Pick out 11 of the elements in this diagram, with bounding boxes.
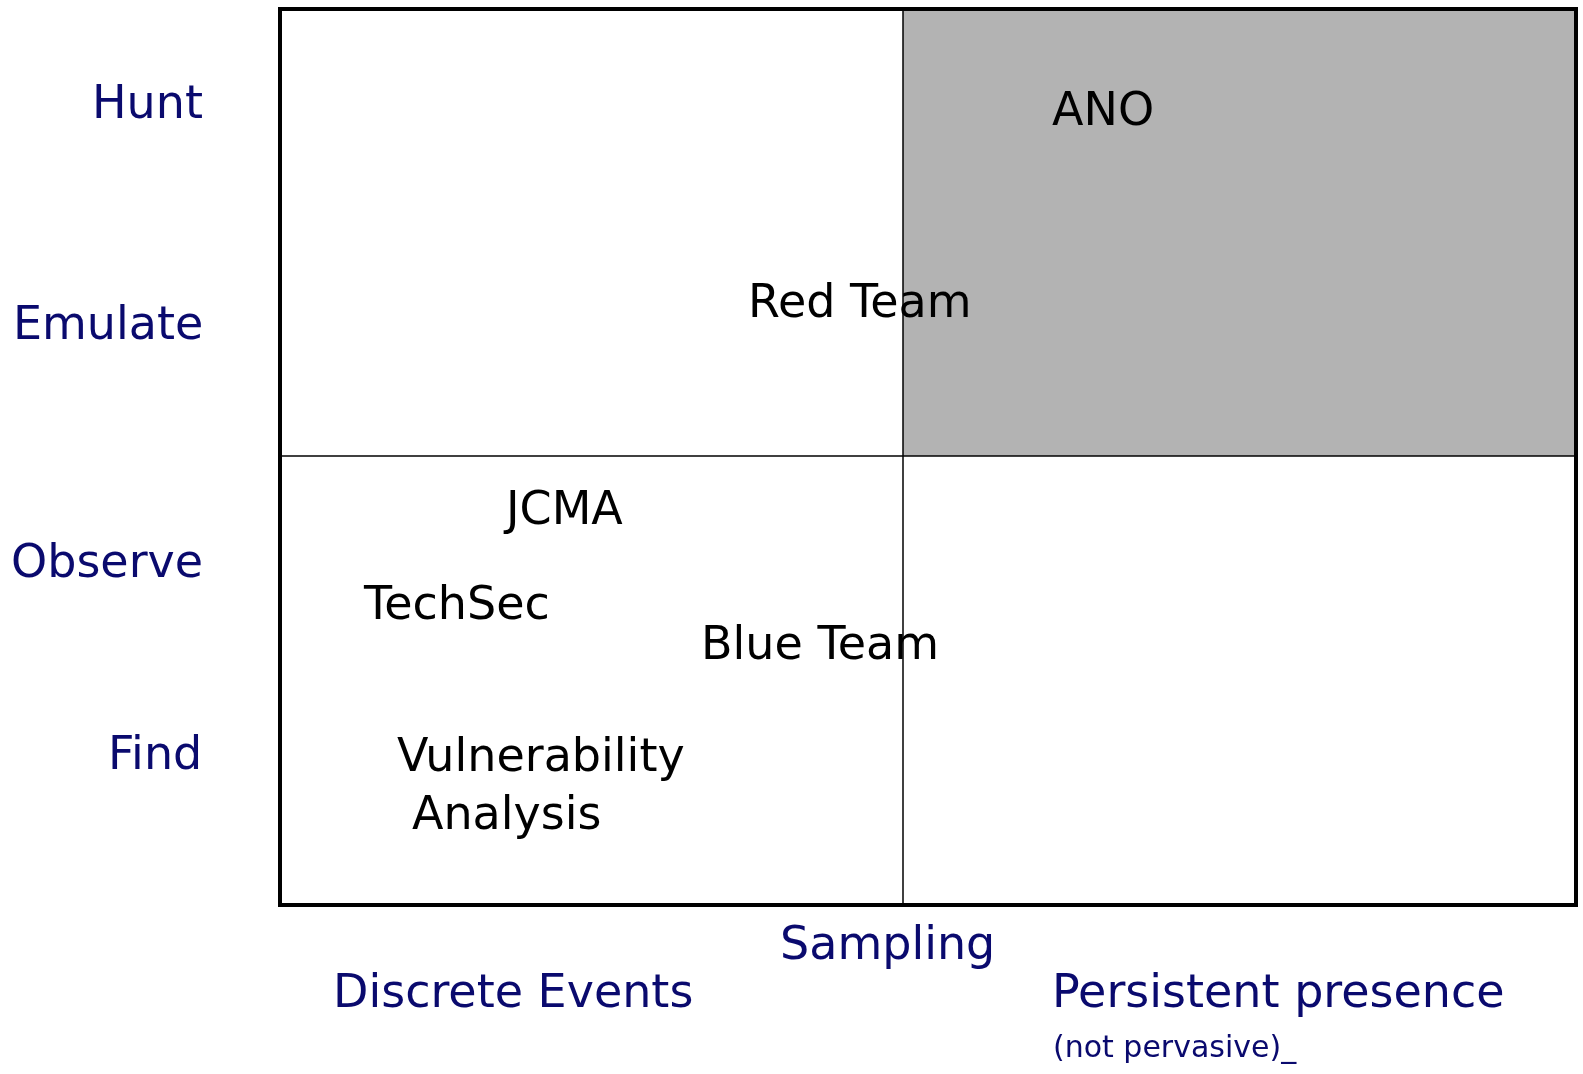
axis-label: Hunt [92, 76, 203, 129]
axis-label: Discrete Events [333, 965, 694, 1018]
axis-note: (not pervasive)_ [1053, 1030, 1297, 1065]
quadrant-item-label: Vulnerability Analysis [397, 727, 686, 842]
axis-label: Persistent presence [1052, 965, 1505, 1018]
quadrant-item-label: TechSec [364, 577, 550, 630]
axis-label: Sampling [780, 917, 996, 970]
axis-label: Observe [11, 535, 204, 588]
axis-label: Emulate [13, 297, 204, 350]
axis-label: Find [108, 727, 203, 780]
quadrant-item-label: ANO [1052, 83, 1155, 136]
